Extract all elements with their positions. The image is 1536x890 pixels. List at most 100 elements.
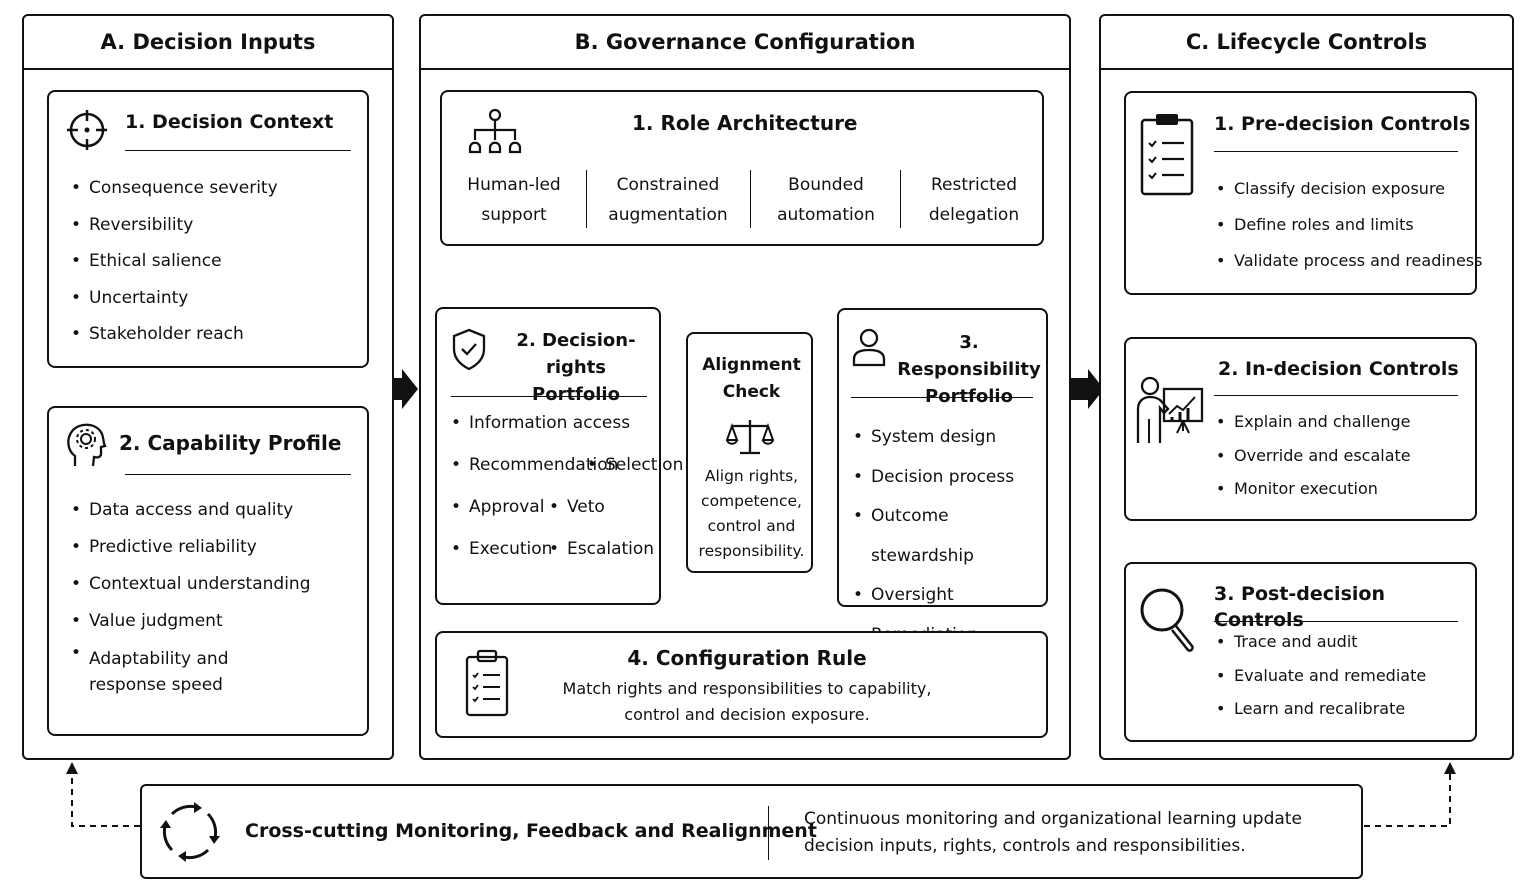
text-line: Continuous monitoring and organizational… [804,809,1302,829]
alignment-title: Alignment Check [688,352,815,406]
responsibility-list: System design Decision process Outcome s… [851,418,1047,655]
item-line: Adaptability and [89,649,229,669]
responsibility-title: 3. Responsibility Portfolio [889,329,1049,410]
list-item: Oversight [851,576,1047,616]
divider [851,397,1033,398]
role-divider [900,170,901,228]
role-line: Human-led [467,175,561,195]
list-item: Explain and challenge [1214,405,1476,439]
role-constrained: Constrained augmentation [592,170,744,230]
list-item: Predictive reliability [69,529,359,566]
crosshair-icon [67,110,107,150]
panel-a-header: A. Decision Inputs [24,16,392,70]
role-line: Restricted [930,175,1017,195]
person-icon [852,328,886,367]
decision-rights-title: 2. Decision-rights Portfolio [491,327,661,408]
list-item: Stakeholder reach [69,316,359,353]
title-line: Check [722,382,781,402]
clipboard-icon [465,649,509,717]
text-line: control and decision exposure. [624,705,870,724]
text-line: competence, [701,492,802,510]
responsibility-card: 3. Responsibility Portfolio System desig… [837,308,1049,655]
list-item: Monitor execution [1214,472,1476,506]
list-item: Execution [449,539,552,559]
footer-to-lifecycle-loop [1364,772,1451,827]
list-item: Outcome stewardship [851,497,1047,576]
presenter-icon [1136,376,1204,443]
list-item: System design [851,418,1047,458]
list-item: Contextual understanding [69,566,359,603]
role-line: Bounded [788,175,864,195]
text-line: Match rights and responsibilities to cap… [562,679,932,698]
list-item: Ethical salience [69,243,359,280]
alignment-text: Align rights, competence, control and re… [688,464,815,564]
in-decision-card: 2. In-decision Controls Explain and chal… [1124,337,1477,521]
footer-divider [768,806,769,860]
decision-context-title: 1. Decision Context [125,111,334,133]
role-human-led: Human-led support [446,170,582,230]
list-item: Veto [547,497,605,517]
shield-check-icon [452,328,486,371]
decision-context-list: Consequence severity Reversibility Ethic… [69,170,359,353]
footer-text: Continuous monitoring and organizational… [804,806,1354,860]
list-item: Reversibility [69,207,359,244]
list-item: Evaluate and remediate [1214,659,1476,693]
list-item: Define roles and limits [1214,207,1476,243]
role-line: Constrained [616,175,720,195]
role-line: augmentation [608,205,728,225]
configuration-rule-card: 4. Configuration Rule Match rights and r… [435,631,1048,738]
capability-profile-card: 2. Capability Profile Data access and qu… [47,406,369,736]
divider [1214,395,1458,396]
title-line: Portfolio [925,386,1013,407]
configuration-rule-text: Match rights and responsibilities to cap… [517,676,977,728]
scales-icon [726,420,774,455]
title-line: 3. Responsibility [897,332,1041,380]
post-decision-list: Trace and audit Evaluate and remediate L… [1214,625,1476,726]
list-item: Uncertainty [69,280,359,317]
list-item: Learn and recalibrate [1214,692,1476,726]
role-architecture-title: 1. Role Architecture [632,111,858,135]
cycle-arrows-icon [160,802,220,862]
title-line: Portfolio [532,384,620,405]
in-decision-title: 2. In-decision Controls [1218,358,1459,380]
footer-title: Cross-cutting Monitoring, Feedback and R… [245,820,817,842]
checklist-icon [1140,114,1194,196]
list-item: Override and escalate [1214,439,1476,473]
in-decision-list: Explain and challenge Override and escal… [1214,405,1476,506]
list-item: Validate process and readiness [1214,243,1482,279]
divider [125,150,351,151]
capability-profile-list: Data access and quality Predictive relia… [69,492,359,698]
list-item: Consequence severity [69,170,359,207]
text-line: Align rights, [704,467,799,485]
head-gear-icon [67,423,107,467]
panel-c-header: C. Lifecycle Controls [1101,16,1512,70]
role-restricted: Restricted delegation [904,170,1044,230]
panel-b-header: B. Governance Configuration [421,16,1069,70]
post-decision-card: 3. Post-decision Controls Trace and audi… [1124,562,1477,742]
pre-decision-list: Classify decision exposure Define roles … [1214,171,1482,279]
decision-context-card: 1. Decision Context Consequence severity… [47,90,369,368]
arrow-b-to-c [1070,369,1104,409]
decision-rights-card: 2. Decision-rights Portfolio Information… [435,307,683,605]
hierarchy-icon [468,108,522,154]
list-item: Decision process [851,458,1047,498]
divider [125,474,351,475]
list-item: Classify decision exposure [1214,171,1476,207]
list-item: Selection [585,455,683,475]
title-line: Alignment [702,355,801,375]
title-line: 2. Decision-rights [516,330,636,378]
list-item: Trace and audit [1214,625,1476,659]
list-item: Escalation [547,539,654,559]
role-architecture-card: 1. Role Architecture Human-led support C… [440,90,1044,246]
list-item: Value judgment [69,603,359,640]
list-item: Information access [449,413,630,433]
list-item: Approval [449,497,544,517]
text-line: responsibility. [698,542,805,560]
divider [451,396,647,397]
role-divider [750,170,751,228]
text-line: decision inputs, rights, controls and re… [804,836,1246,856]
text-line: control and [707,517,796,535]
role-divider [586,170,587,228]
alignment-check-card: Alignment Check Align rights, competence… [686,332,813,573]
